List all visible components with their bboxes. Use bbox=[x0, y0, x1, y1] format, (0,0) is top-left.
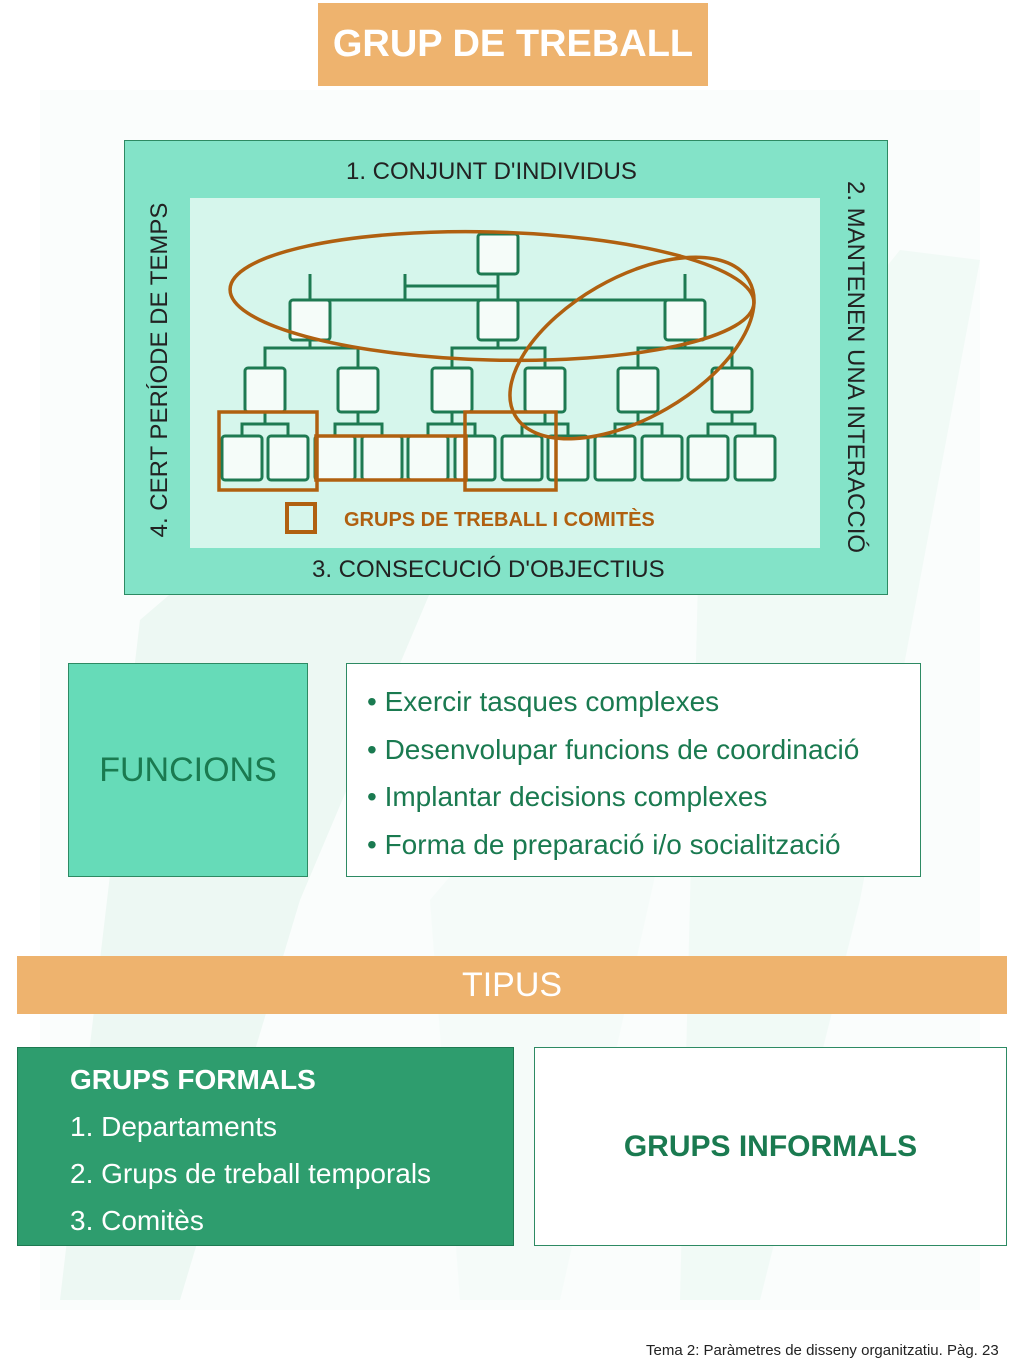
org-node bbox=[640, 434, 684, 482]
diagram-label-objectives: 3. CONSECUCIÓ D'OBJECTIUS bbox=[312, 556, 665, 583]
org-node bbox=[500, 434, 544, 482]
org-node bbox=[336, 366, 380, 414]
formal-groups-heading: GRUPS FORMALS bbox=[70, 1064, 316, 1095]
list-item: 1. Departaments bbox=[70, 1111, 277, 1142]
org-node bbox=[616, 366, 660, 414]
org-node bbox=[523, 366, 567, 414]
org-node bbox=[220, 434, 264, 482]
list-item: • Desenvolupar funcions de coordinació bbox=[367, 733, 860, 765]
org-node bbox=[453, 434, 497, 482]
org-node bbox=[476, 298, 520, 342]
org-node bbox=[593, 434, 637, 482]
org-node bbox=[266, 434, 310, 482]
diagram-label-individuals: 1. CONJUNT D'INDIVIDUS bbox=[346, 158, 637, 185]
diagram-label-interaction: 2. MANTENEN UNA INTERACCIÓ bbox=[842, 180, 869, 554]
org-node bbox=[733, 434, 777, 482]
org-chart bbox=[217, 229, 777, 492]
list-item: 2. Grups de treball temporals bbox=[70, 1158, 432, 1189]
funcions-heading: FUNCIONS bbox=[68, 663, 308, 877]
page-title: GRUP DE TREBALL bbox=[318, 3, 708, 86]
org-node bbox=[360, 434, 404, 482]
org-node bbox=[406, 434, 450, 482]
org-node bbox=[476, 232, 520, 276]
list-item: • Implantar decisions complexes bbox=[367, 781, 768, 812]
group-bracket bbox=[463, 410, 558, 492]
org-node bbox=[430, 366, 474, 414]
page-footer: Tema 2: Paràmetres de disseny organitzat… bbox=[646, 1342, 999, 1359]
org-node bbox=[313, 434, 357, 482]
legend-swatch bbox=[285, 502, 317, 534]
org-node bbox=[686, 434, 730, 482]
list-item: • Exercir tasques complexes bbox=[367, 686, 720, 717]
tipus-heading: TIPUS bbox=[17, 956, 1007, 1014]
org-node bbox=[663, 298, 707, 342]
group-ellipse-diagonal bbox=[508, 255, 756, 441]
org-node bbox=[546, 434, 590, 482]
list-item: 3. Comitès bbox=[70, 1205, 204, 1236]
informal-groups-panel: GRUPS INFORMALS bbox=[534, 1047, 1007, 1246]
org-node bbox=[288, 298, 332, 342]
legend-label: GRUPS DE TREBALL I COMITÈS bbox=[344, 509, 655, 531]
list-item: • Forma de preparació i/o socialització bbox=[367, 828, 841, 860]
org-node bbox=[710, 366, 754, 414]
formal-groups-panel: GRUPS FORMALS 1. Departaments 2. Grups d… bbox=[17, 1047, 514, 1246]
funcions-list: • Exercir tasques complexes • Desenvolup… bbox=[346, 663, 921, 877]
org-node bbox=[243, 366, 287, 414]
diagram-label-time: 4. CERT PERÍODE DE TEMPS bbox=[146, 202, 173, 538]
